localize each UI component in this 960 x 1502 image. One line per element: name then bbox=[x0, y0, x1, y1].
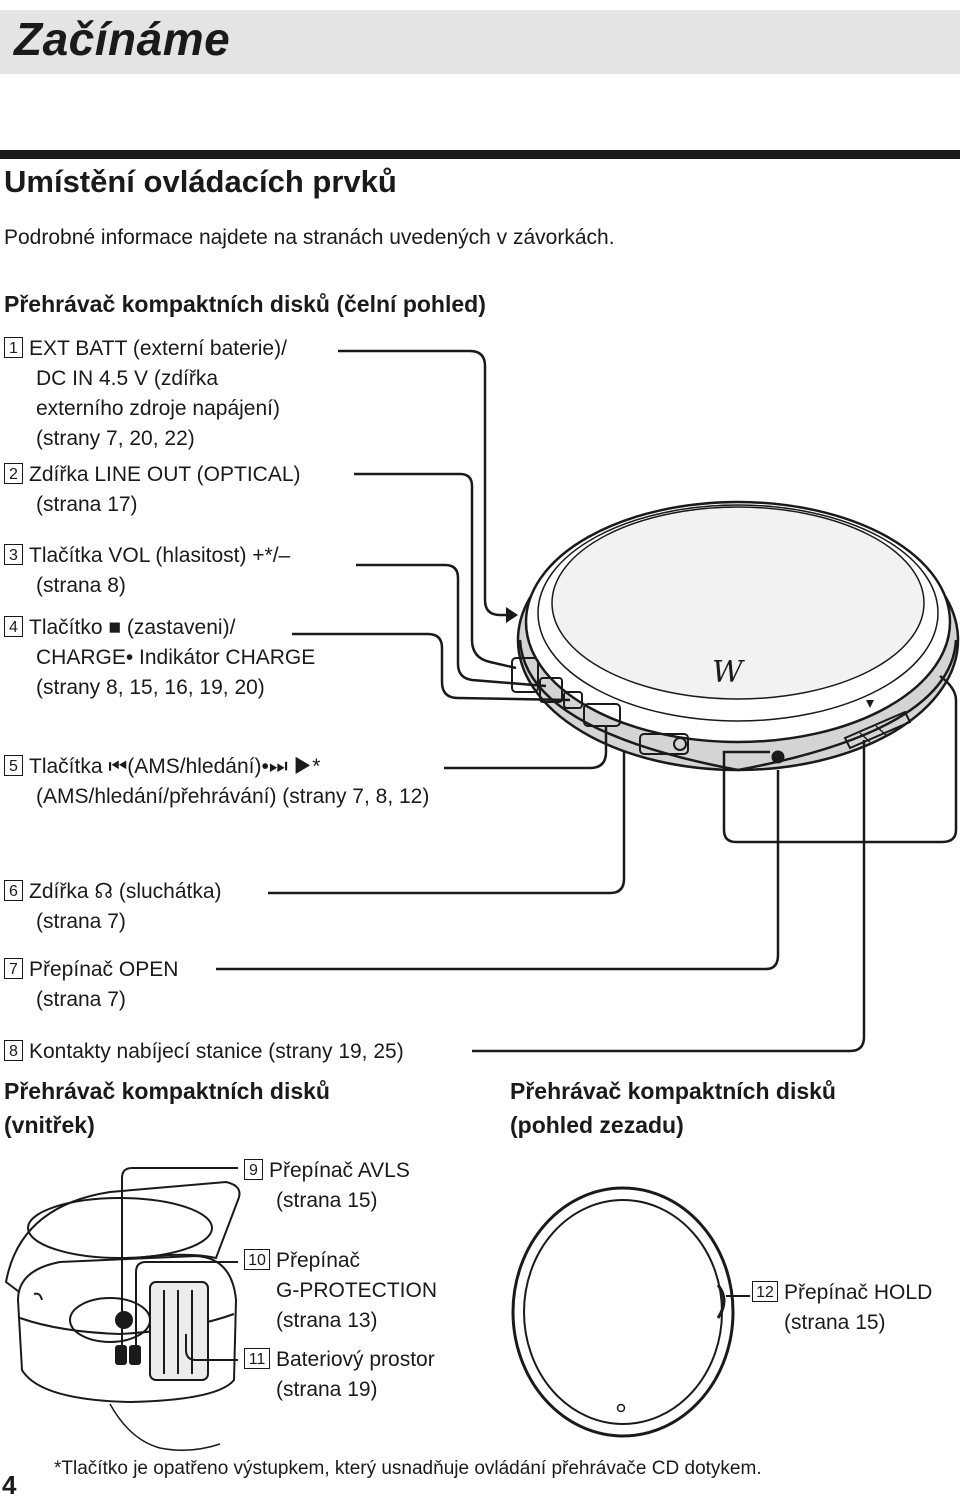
item-text: (strany 7, 20, 22) bbox=[36, 427, 195, 450]
front-item-8: 8 Kontakty nabíjecí stanice (strany 19, 2… bbox=[4, 1037, 404, 1067]
inside-item-10: 10 Přepínač G-PROTECTION (strana 13) bbox=[244, 1246, 437, 1336]
item-text: Kontakty nabíjecí stanice (strany 19, 25… bbox=[29, 1040, 404, 1063]
header-banner bbox=[0, 10, 960, 74]
item-number-badge: 3 bbox=[4, 544, 23, 565]
item-text: Přepínač HOLD bbox=[784, 1281, 933, 1304]
item-number-badge: 10 bbox=[244, 1249, 270, 1270]
cd-player-front-illustration bbox=[511, 500, 960, 772]
back-view-title-line: Přehrávač kompaktních disků bbox=[510, 1078, 836, 1104]
inside-view-title-line: Přehrávač kompaktních disků bbox=[4, 1078, 330, 1104]
item-number-badge: 6 bbox=[4, 880, 23, 901]
item-text: DC IN 4.5 V (zdířka bbox=[36, 367, 219, 390]
inside-view-title: Přehrávač kompaktních disků (vnitřek) bbox=[4, 1074, 330, 1142]
cd-player-back-illustration bbox=[511, 1186, 735, 1438]
section-title: Umístění ovládacích prvků bbox=[4, 164, 397, 199]
item-number-badge: 2 bbox=[4, 463, 23, 484]
inside-callout-lines bbox=[121, 1167, 238, 1361]
item-text: Zdířka LINE OUT (OPTICAL) bbox=[29, 463, 301, 486]
page-title: Začínáme bbox=[14, 13, 231, 65]
item-text: Tlačítka ⏮(AMS/hledání)•⏭ ▶* bbox=[29, 755, 321, 778]
item-text: Bateriový prostor bbox=[276, 1348, 435, 1371]
item-text: G-PROTECTION bbox=[276, 1279, 437, 1302]
front-item-3: 3 Tlačítka VOL (hlasitost) +*/– (strana 8… bbox=[4, 541, 290, 601]
item-text: externího zdroje napájení) bbox=[36, 397, 280, 420]
item-text: Tlačítko ■ (zastaveni)/ bbox=[29, 616, 236, 639]
front-view-title: Přehrávač kompaktních disků (čelní pohle… bbox=[4, 291, 486, 317]
item-text: (strana 17) bbox=[36, 493, 138, 516]
item-text: (AMS/hledání/přehrávání) (strany 7, 8, 1… bbox=[36, 785, 430, 808]
section-rule bbox=[0, 150, 960, 159]
front-item-2: 2 Zdířka LINE OUT (OPTICAL) (strana 17) bbox=[4, 460, 301, 520]
item-number-badge: 5 bbox=[4, 755, 23, 776]
item-number-badge: 1 bbox=[4, 337, 23, 358]
item-text: Tlačítka VOL (hlasitost) +*/– bbox=[29, 544, 291, 567]
item-text: (strana 8) bbox=[36, 574, 126, 597]
item-text: (strana 13) bbox=[276, 1309, 378, 1332]
section-intro: Podrobné informace najdete na stranách u… bbox=[4, 226, 615, 249]
inside-item-11: 11 Bateriový prostor (strana 19) bbox=[244, 1345, 435, 1405]
item-text: Přepínač bbox=[276, 1249, 361, 1272]
item-number-badge: 12 bbox=[752, 1281, 778, 1302]
footnote: *Tlačítko je opatřeno výstupkem, který u… bbox=[54, 1458, 762, 1479]
item-text: (strana 7) bbox=[36, 988, 126, 1011]
item-text: (strana 7) bbox=[36, 910, 126, 933]
back-item-12: 12 Přepínač HOLD (strana 15) bbox=[752, 1278, 932, 1338]
item-text: CHARGE• Indikátor CHARGE bbox=[36, 646, 316, 669]
page-number: 4 bbox=[2, 1470, 17, 1500]
front-item-1: 1 EXT BATT (externí baterie)/ DC IN 4.5 V… bbox=[4, 334, 287, 454]
front-item-4: 4 Tlačítko ■ (zastaveni)/ CHARGE• Indikát… bbox=[4, 613, 315, 703]
item-text: Přepínač AVLS bbox=[269, 1159, 410, 1182]
item-text: Zdířka ☊ (sluchátka) bbox=[29, 880, 222, 903]
item-number-badge: 11 bbox=[244, 1348, 270, 1369]
item-number-badge: 7 bbox=[4, 958, 23, 979]
back-view-title-line: (pohled zezadu) bbox=[510, 1112, 684, 1138]
walkman-logo-icon: W bbox=[712, 655, 745, 690]
item-number-badge: 8 bbox=[4, 1040, 23, 1061]
item-text: (strana 19) bbox=[276, 1378, 378, 1401]
front-callout-lines bbox=[216, 349, 958, 1053]
item-text: EXT BATT (externí baterie)/ bbox=[29, 337, 287, 360]
item-text: (strany 8, 15, 16, 19, 20) bbox=[36, 676, 265, 699]
item-text: Přepínač OPEN bbox=[29, 958, 179, 981]
item-number-badge: 4 bbox=[4, 616, 23, 637]
item-number-badge: 9 bbox=[244, 1159, 263, 1180]
inside-item-9: 9 Přepínač AVLS (strana 15) bbox=[244, 1156, 410, 1216]
item-text: (strana 15) bbox=[276, 1189, 378, 1212]
front-item-6: 6 Zdířka ☊ (sluchátka) (strana 7) bbox=[4, 877, 222, 937]
inside-view-title-line: (vnitřek) bbox=[4, 1112, 95, 1138]
item-text: (strana 15) bbox=[784, 1311, 886, 1334]
front-item-5: 5 Tlačítka ⏮(AMS/hledání)•⏭ ▶* (AMS/hledá… bbox=[4, 752, 429, 812]
front-item-7: 7 Přepínač OPEN (strana 7) bbox=[4, 955, 178, 1015]
back-view-title: Přehrávač kompaktních disků (pohled zeza… bbox=[510, 1074, 836, 1142]
